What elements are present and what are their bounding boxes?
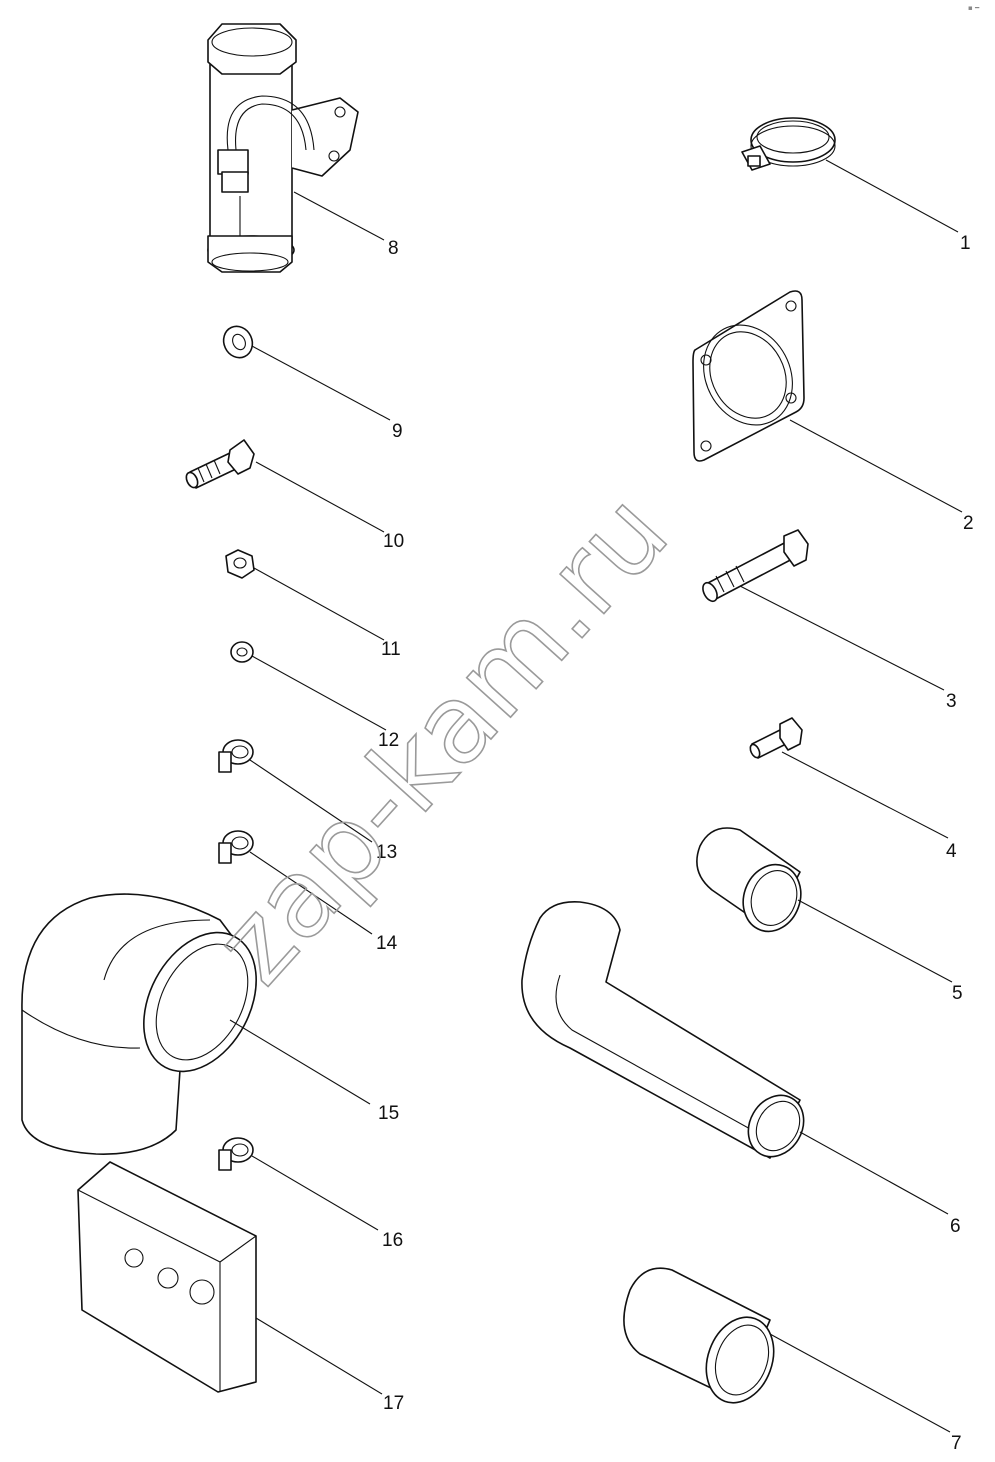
corner-mark: ▪ ━ <box>968 4 980 12</box>
callout-14: 14 <box>376 933 398 954</box>
part-5-short-sleeve <box>696 827 802 933</box>
part-12-small-washer <box>230 641 254 663</box>
leader-3 <box>739 585 945 691</box>
callout-numbers: 1 2 3 4 5 6 7 8 9 10 11 12 13 14 15 16 1… <box>376 233 974 1454</box>
callout-15: 15 <box>378 1103 399 1124</box>
callout-4: 4 <box>946 841 957 862</box>
part-14-small-clamp <box>218 830 254 864</box>
callout-5: 5 <box>952 983 963 1004</box>
leader-2 <box>789 419 963 513</box>
leader-10 <box>255 461 385 533</box>
callout-1: 1 <box>960 233 971 254</box>
part-9-washer <box>222 325 254 359</box>
callout-8: 8 <box>388 238 399 259</box>
leader-12 <box>251 655 387 731</box>
callout-13: 13 <box>376 842 397 863</box>
part-10-bolt <box>185 439 255 489</box>
part-3-long-bolt <box>702 529 809 603</box>
leader-lines <box>229 159 963 1433</box>
leader-1 <box>825 159 959 233</box>
leader-8 <box>293 191 385 241</box>
callout-6: 6 <box>950 1216 961 1237</box>
callout-16: 16 <box>382 1230 403 1251</box>
callout-7: 7 <box>951 1433 962 1454</box>
callout-10: 10 <box>383 531 404 552</box>
part-15-elbow <box>21 893 257 1155</box>
callout-9: 9 <box>392 421 403 442</box>
part-8-filter-canister <box>207 23 359 273</box>
part-1-hose-clamp <box>741 117 836 171</box>
leader-15 <box>229 1019 371 1105</box>
callout-17: 17 <box>383 1393 404 1414</box>
leader-4 <box>781 751 949 839</box>
part-13-small-clamp <box>218 739 254 773</box>
leader-5 <box>797 899 953 983</box>
leader-9 <box>251 345 391 421</box>
leader-7 <box>769 1333 951 1433</box>
leader-17 <box>255 1317 383 1395</box>
part-7-large-sleeve <box>623 1267 775 1404</box>
leader-6 <box>799 1131 949 1215</box>
callout-2: 2 <box>963 513 974 534</box>
leader-16 <box>251 1155 379 1231</box>
part-16-small-clamp <box>218 1137 254 1171</box>
part-6-bent-pipe <box>521 901 805 1159</box>
part-2-square-gasket <box>692 290 805 462</box>
part-4-short-bolt <box>749 717 803 759</box>
leader-11 <box>253 567 385 641</box>
part-17-cover-plate <box>77 1161 257 1393</box>
leader-13 <box>249 759 373 843</box>
callout-11: 11 <box>381 639 401 660</box>
leader-14 <box>249 851 373 935</box>
callout-3: 3 <box>946 691 957 712</box>
part-11-nut <box>225 549 255 579</box>
callout-12: 12 <box>378 730 399 751</box>
